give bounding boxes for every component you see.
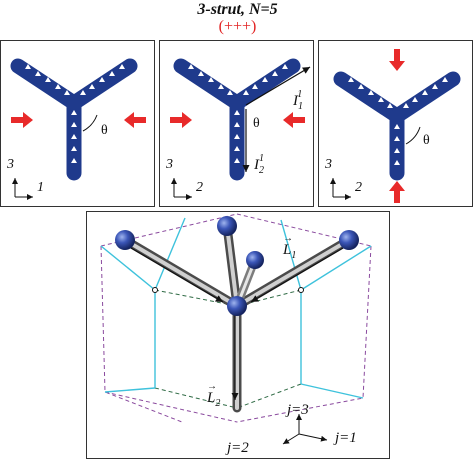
- axis-vertical-label: 3: [6, 157, 14, 172]
- j2-label: j=2: [225, 440, 249, 456]
- y-strut-shape: [173, 58, 301, 181]
- force-arrow-left: [11, 112, 33, 128]
- force-arrow-top: [389, 49, 405, 71]
- force-arrow-right: [283, 112, 305, 128]
- force-arrow-right: [124, 112, 146, 128]
- figure-subtitle: (+++): [218, 18, 257, 35]
- axis-indicator: [12, 178, 33, 200]
- y-strut-shape: [10, 58, 138, 181]
- panel-2: I11 I21 θ 3 2: [159, 40, 314, 207]
- j-axes: [282, 414, 328, 445]
- sphere-left: [115, 230, 135, 250]
- green-frame: [154, 289, 302, 409]
- sphere-back: [246, 251, 264, 269]
- angle-label: θ: [101, 123, 108, 138]
- panel-1: θ 3 1: [0, 40, 155, 207]
- vector-arrows: [130, 247, 344, 400]
- vector-l1-label: L1: [282, 242, 296, 261]
- axis-horizontal-label: 2: [196, 180, 203, 195]
- vector-i1-label: I11: [292, 89, 302, 112]
- strut-inner-arrows: [25, 64, 125, 163]
- vector-i2-label: I21: [253, 153, 264, 176]
- grey-rods: [120, 221, 354, 413]
- j3-label: j=3: [285, 402, 309, 418]
- sphere-right: [339, 230, 359, 250]
- structure-3d-drawing: L1 → L2 → j=3 j=2 j=1: [100, 213, 372, 456]
- strut-inner-arrows: [188, 64, 288, 163]
- force-arrow-left: [170, 112, 192, 128]
- node-right: [298, 287, 304, 293]
- sphere-top: [217, 216, 237, 236]
- axis-vertical-label: 3: [165, 157, 173, 172]
- panel-3-drawing: θ 3 2: [324, 49, 461, 203]
- angle-label: θ: [253, 116, 260, 131]
- angle-arc: [82, 114, 98, 132]
- cyan-frame: [100, 217, 372, 399]
- angle-arc: [405, 126, 421, 145]
- axis-indicator: [330, 178, 351, 200]
- vector-i1-arrow: [245, 66, 311, 106]
- sphere-center: [227, 296, 247, 316]
- axis-horizontal-label: 1: [37, 180, 44, 195]
- j1-label: j=1: [333, 430, 357, 446]
- axis-vertical-label: 3: [324, 157, 332, 172]
- vector-l1-arrow: →: [283, 233, 293, 244]
- axis-indicator: [171, 178, 192, 200]
- panel-3: θ 3 2: [318, 40, 473, 207]
- panel-1-drawing: θ 3 1: [6, 58, 146, 200]
- panel-2-drawing: I11 I21 θ 3 2: [165, 58, 311, 200]
- vector-l2-arrow: →: [207, 381, 217, 392]
- force-arrow-bottom: [389, 181, 405, 203]
- node-left: [152, 287, 158, 293]
- vector-l2-label: L2: [206, 390, 220, 409]
- axis-horizontal-label: 2: [355, 180, 362, 195]
- figure-title: 3-strut, N=5: [197, 1, 278, 18]
- strut-inner-arrows: [348, 77, 448, 165]
- angle-label: θ: [423, 133, 430, 148]
- panel-3d-structure: L1 → L2 → j=3 j=2 j=1: [86, 211, 390, 459]
